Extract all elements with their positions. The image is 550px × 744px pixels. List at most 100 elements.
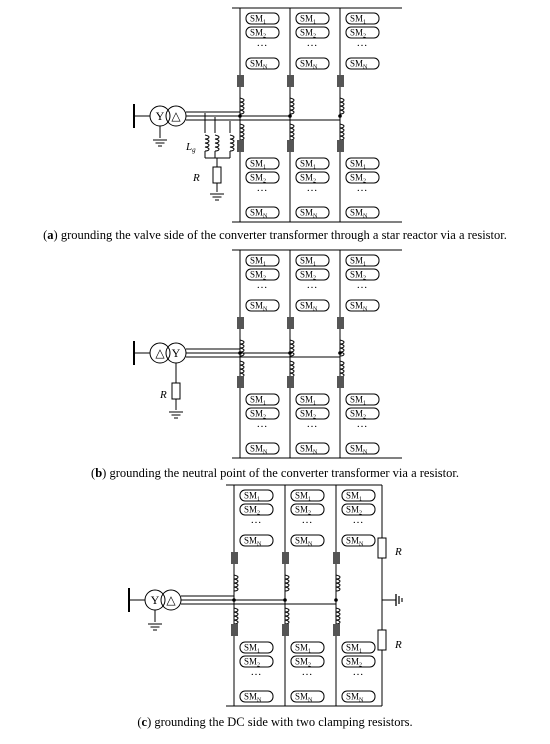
- converter-transformer-right-symbol: Y: [172, 346, 181, 360]
- submodule-box: [295, 393, 330, 406]
- caption-a-tag: a: [47, 228, 54, 242]
- phase-2-lower-sm2: SM2: [295, 407, 330, 421]
- phase-2-lower-sm1: SM1: [290, 641, 325, 655]
- submodule-box: [295, 254, 330, 267]
- phase-1-lower-dots: …: [257, 418, 268, 430]
- phase-2-upper-smN: SMN: [295, 299, 330, 313]
- submodule-box: [295, 157, 330, 170]
- phase-2-upper-sm2: SM2: [295, 268, 330, 282]
- submodule-box: [345, 206, 380, 219]
- submodule-label: SM2: [300, 270, 316, 282]
- submodule-label: SM1: [300, 256, 316, 268]
- phase-2-lower-sm2: SM2: [295, 171, 330, 185]
- phase-3-lower-sm1: SM1: [345, 157, 380, 171]
- phase-3-upper-sm2: SM2: [341, 503, 376, 517]
- phase-2-lower-arm-inductor: [289, 123, 295, 141]
- phase-3-upper-sm1: SM1: [345, 254, 380, 268]
- submodule-label: SM1: [300, 159, 316, 171]
- phase-2-upper-sm2: SM2: [290, 503, 325, 517]
- phase-1-upper-sm1: SM1: [245, 254, 280, 268]
- clamping-resistor-upper-label: R: [394, 546, 402, 558]
- submodule-box: [345, 171, 380, 184]
- submodule-label: SM2: [350, 173, 366, 185]
- submodule-box: [245, 12, 280, 25]
- phase-3-upper-smN: SMN: [345, 57, 380, 71]
- submodule-box: [290, 641, 325, 654]
- clamping-resistor-lower-label: R: [394, 639, 402, 651]
- phase-1-lower-arm-inductor: [233, 607, 239, 625]
- phase-3-lower-sm2: SM2: [341, 655, 376, 669]
- phase-2-lower-smN: SMN: [290, 690, 325, 704]
- phase-3-upper-smN: SMN: [345, 299, 380, 313]
- phase-3-upper-dots: …: [357, 37, 368, 49]
- submodule-label: SM1: [346, 491, 362, 503]
- phase-2-lower-smN: SMN: [295, 206, 330, 220]
- caption-b-text: grounding the neutral point of the conve…: [106, 466, 459, 480]
- submodule-label: SM2: [295, 505, 311, 517]
- phase-1-lower-sm2: SM2: [239, 655, 274, 669]
- submodule-box: [239, 489, 274, 502]
- submodule-box: [290, 534, 325, 547]
- phase-2-upper-arm-inductor: [284, 574, 290, 592]
- submodule-box: [245, 26, 280, 39]
- converter-transformer-left-symbol: △: [155, 346, 165, 360]
- submodule-label: SM1: [350, 14, 366, 26]
- phase-3-upper-reactor-bar: [337, 317, 344, 329]
- phase-1-lower-dots: …: [257, 182, 268, 194]
- submodule-label: SM2: [295, 657, 311, 669]
- phase-3-lower-sm2: SM2: [345, 171, 380, 185]
- phase-3-upper-smN: SMN: [341, 534, 376, 548]
- star-reactor-coil-3: [229, 134, 235, 152]
- phase-3-upper-reactor-bar: [337, 75, 344, 87]
- phase-3-upper-dots: …: [357, 279, 368, 291]
- phase-1-upper-smN: SMN: [245, 299, 280, 313]
- phase-1-lower-sm2: SM2: [245, 171, 280, 185]
- phase-3-upper-sm1: SM1: [341, 489, 376, 503]
- phase-1-upper-arm-inductor: [239, 97, 245, 115]
- submodule-box: [295, 407, 330, 420]
- phase-2-upper-dots: …: [307, 37, 318, 49]
- submodule-box: [341, 534, 376, 547]
- submodule-label: SM2: [300, 173, 316, 185]
- submodule-box: [245, 57, 280, 70]
- submodule-box: [239, 503, 274, 516]
- submodule-label: SM1: [244, 491, 260, 503]
- phase-3-upper-sm2: SM2: [345, 268, 380, 282]
- phase-2-lower-dots: …: [307, 182, 318, 194]
- submodule-label: SM1: [350, 395, 366, 407]
- submodule-label: SM2: [350, 409, 366, 421]
- converter-transformer-winding-1: [149, 342, 171, 364]
- submodule-label: SM1: [250, 256, 266, 268]
- submodule-label: SM2: [350, 28, 366, 40]
- submodule-box: [295, 171, 330, 184]
- phase-3-lower-smN: SMN: [341, 690, 376, 704]
- star-reactor-coil-2: [214, 134, 220, 152]
- phase-3-lower-sm2: SM2: [345, 407, 380, 421]
- phase-3-lower-reactor-bar: [333, 624, 340, 636]
- phase-3-upper-sm1: SM1: [345, 12, 380, 26]
- clamping-resistor-lower: [377, 629, 387, 651]
- submodule-label: SM2: [346, 657, 362, 669]
- submodule-label: SM2: [346, 505, 362, 517]
- submodule-box: [345, 299, 380, 312]
- phase-2-upper-smN: SMN: [290, 534, 325, 548]
- submodule-box: [295, 57, 330, 70]
- phase-3-lower-arm-inductor: [339, 123, 345, 141]
- caption-b-tag: b: [95, 466, 103, 480]
- submodule-label: SM2: [300, 28, 316, 40]
- phase-3-lower-smN: SMN: [345, 442, 380, 456]
- submodule-box: [245, 171, 280, 184]
- phase-1-upper-reactor-bar: [231, 552, 238, 564]
- submodule-box: [295, 12, 330, 25]
- phase-1-lower-smN: SMN: [245, 442, 280, 456]
- phase-3-lower-dots: …: [357, 182, 368, 194]
- submodule-box: [245, 299, 280, 312]
- phase-1-lower-sm1: SM1: [245, 157, 280, 171]
- phase-3-lower-dots: …: [353, 666, 364, 678]
- submodule-box: [245, 268, 280, 281]
- phase-1-upper-dots: …: [251, 514, 262, 526]
- phase-2-upper-sm2: SM2: [295, 26, 330, 40]
- submodule-box: [239, 534, 274, 547]
- phase-2-lower-arm-inductor: [284, 607, 290, 625]
- phase-2-upper-dots: …: [302, 514, 313, 526]
